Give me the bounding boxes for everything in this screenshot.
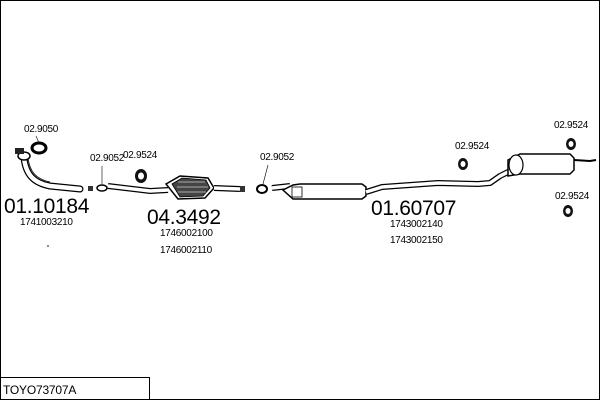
fitting-label: 02.9050 [24, 124, 59, 135]
center-muffler-part [281, 183, 367, 200]
cat-inlet-pipe [107, 183, 169, 195]
fitting-label: 02.9052 [90, 153, 125, 164]
fitting-label: 02.9052 [260, 152, 295, 163]
part-code: 1741003210 [20, 217, 73, 228]
catalytic-converter-part [164, 175, 215, 200]
part-ref-front-pipe: 01.10184 [4, 195, 90, 218]
gasket-02-9052-icon [96, 184, 108, 192]
diagram-title: TOYO73707A [3, 383, 77, 397]
flange-connector-1 [88, 166, 108, 192]
flange-connector-2 [240, 186, 245, 192]
stray-dot [47, 245, 49, 247]
rear-muffler-part [507, 153, 597, 177]
clamp-02-9524-icon-3 [566, 138, 576, 150]
gasket-02-9052-icon-2 [256, 164, 269, 194]
part-code: 1743002140 [390, 219, 443, 230]
part-code: 1746002110 [160, 245, 212, 256]
fitting-label: 02.9524 [554, 120, 589, 131]
cat-outlet-pipe [213, 185, 241, 192]
clamp-02-9524-icon-2 [458, 158, 468, 170]
fitting-label: 02.9524 [555, 191, 590, 202]
part-code: 1746002100 [160, 228, 213, 239]
front-pipe-part [15, 148, 84, 193]
title-block: TOYO73707A [0, 377, 150, 399]
part-code: 1743002150 [390, 235, 443, 246]
fitting-label: 02.9524 [455, 141, 490, 152]
part-ref-middle-pipe: 01.60707 [371, 197, 457, 220]
middle-pipe-part [271, 183, 291, 191]
fitting-label: 02.9524 [123, 150, 158, 161]
rear-link-pipe [365, 168, 512, 195]
clamp-02-9524-icon-4 [563, 205, 573, 217]
part-ref-catalytic-converter: 04.3492 [147, 206, 221, 229]
gasket-02-9050-icon [30, 135, 48, 155]
clamp-02-9524-icon-1 [135, 169, 147, 183]
